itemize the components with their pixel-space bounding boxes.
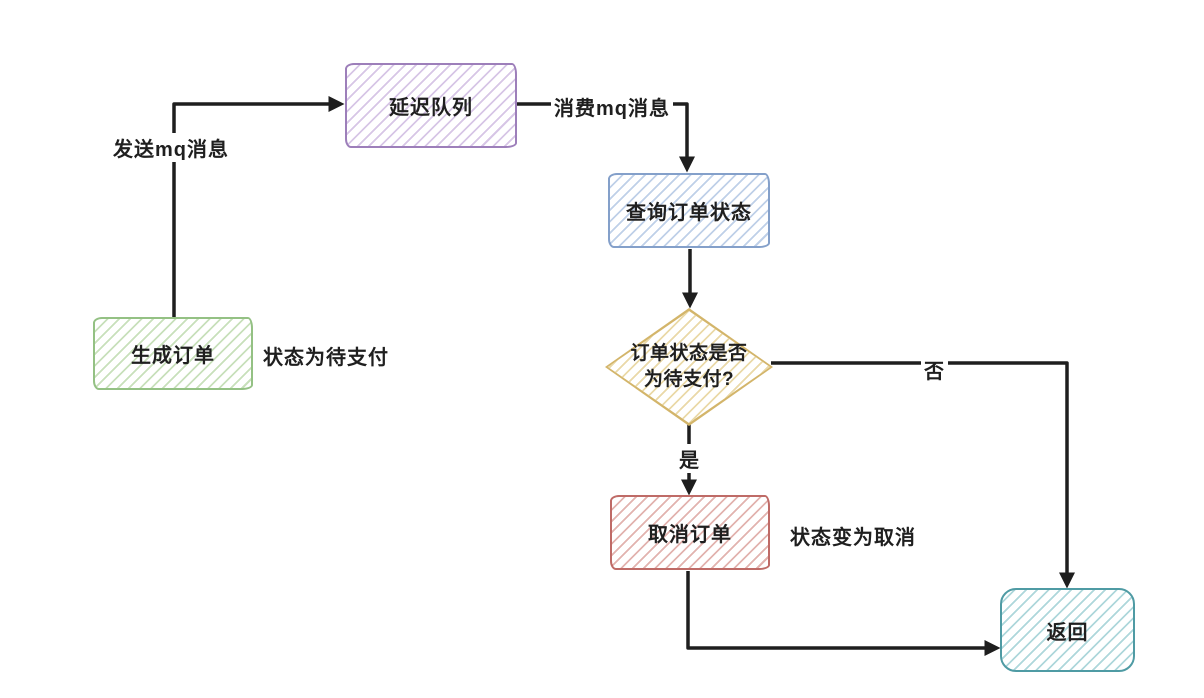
node-cancel-order-label: 取消订单 <box>648 524 732 546</box>
decision-diamond-label: 订单状态是否 为待支付? <box>605 308 773 426</box>
edge-label-send-mq: 发送mq消息 <box>110 133 232 162</box>
node-delay-queue: 延迟队列 <box>345 63 517 148</box>
annotation-status-pending: 状态为待支付 <box>263 347 389 369</box>
decision-label-line2: 为待支付? <box>643 369 735 390</box>
edge-cancel-order-to-return <box>686 571 1001 657</box>
node-cancel-order: 取消订单 <box>610 495 770 570</box>
node-create-order-label: 生成订单 <box>131 345 215 367</box>
edge-label-no: 否 <box>921 355 948 384</box>
node-return: 返回 <box>1000 588 1135 672</box>
node-create-order: 生成订单 <box>93 317 253 390</box>
edge-label-yes: 是 <box>676 444 703 473</box>
edge-label-consume-mq: 消费mq消息 <box>551 92 673 121</box>
node-decision-order-pending: 订单状态是否 为待支付? <box>605 308 773 426</box>
decision-label-line1: 订单状态是否 <box>630 343 748 365</box>
node-query-order-status: 查询订单状态 <box>608 173 770 248</box>
node-query-order-status-label: 查询订单状态 <box>626 202 752 224</box>
node-return-label: 返回 <box>1046 621 1089 644</box>
node-delay-queue-label: 延迟队列 <box>389 97 473 119</box>
annotation-status-cancelled: 状态变为取消 <box>790 527 916 549</box>
